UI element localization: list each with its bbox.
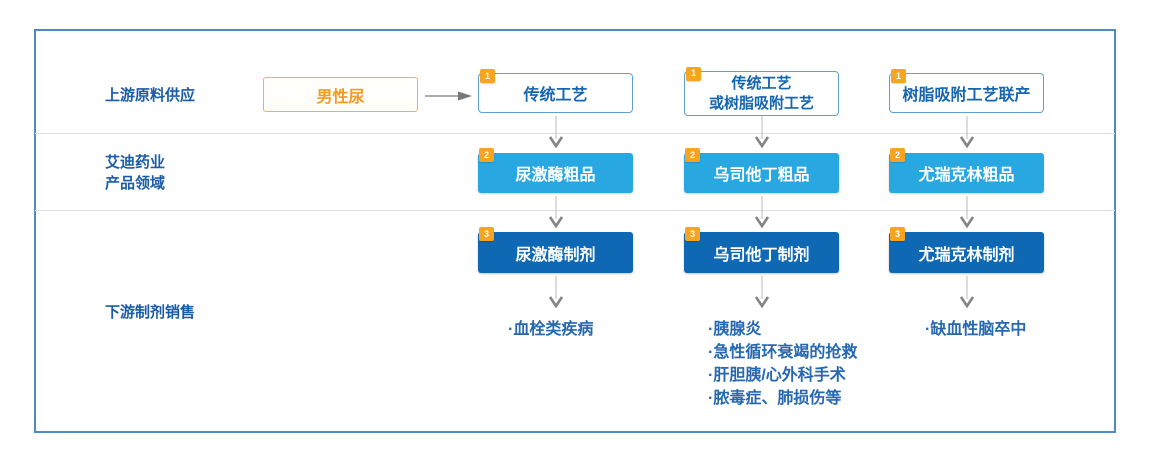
- flow-arrow-right-icon: [425, 91, 472, 101]
- indication-item: ·脓毒症、肺损伤等: [708, 390, 842, 407]
- row-divider-2: [35, 210, 1115, 211]
- crude-box-kallidinogenase: 2 尤瑞克林粗品: [889, 148, 1044, 193]
- source-box-male-urine: 男性尿: [263, 77, 418, 112]
- process-box-label: 传统工艺 或树脂吸附工艺: [708, 75, 814, 112]
- flow-arrow-down-icon: [548, 116, 564, 149]
- crude-box-label: 尤瑞克林粗品: [918, 167, 1015, 184]
- flow-arrow-down-icon: [754, 196, 770, 229]
- flow-arrow-down-icon: [754, 116, 770, 149]
- flow-arrow-down-icon: [959, 196, 975, 229]
- step-badge: 1: [891, 69, 906, 83]
- step-badge: 2: [479, 148, 494, 162]
- process-box-traditional-or-resin: 1 传统工艺 或树脂吸附工艺: [684, 67, 839, 116]
- indication-item: ·缺血性脑卒中: [925, 321, 1027, 338]
- row-divider-1: [35, 133, 1115, 134]
- crude-box-label: 乌司他丁粗品: [713, 167, 810, 184]
- step-badge: 1: [686, 67, 701, 81]
- formulation-box-kallidinogenase: 3 尤瑞克林制剂: [889, 227, 1044, 273]
- formulation-box-ulinastatin: 3 乌司他丁制剂: [684, 227, 839, 273]
- crude-box-label: 尿激酶粗品: [515, 167, 596, 184]
- step-badge: 3: [890, 227, 905, 241]
- flow-arrow-down-icon: [754, 276, 770, 309]
- flow-arrow-down-icon: [548, 196, 564, 229]
- step-badge: 1: [480, 69, 495, 83]
- step-badge: 2: [685, 148, 700, 162]
- process-box-traditional: 1 传统工艺: [478, 69, 633, 113]
- formulation-box-urokinase: 3 尿激酶制剂: [478, 227, 633, 273]
- indication-list-kallidinogenase: ·缺血性脑卒中: [925, 318, 1026, 341]
- crude-box-urokinase: 2 尿激酶粗品: [478, 148, 633, 193]
- process-box-resin-coproduction: 1 树脂吸附工艺联产: [889, 69, 1044, 113]
- row-label-downstream: 下游制剂销售: [105, 304, 196, 321]
- flow-arrow-down-icon: [959, 276, 975, 309]
- process-box-label: 树脂吸附工艺联产: [902, 87, 1031, 104]
- indication-item: ·血栓类疾病: [508, 321, 594, 338]
- indication-list-urokinase: ·血栓类疾病: [508, 318, 593, 341]
- indication-item: ·胰腺炎: [708, 321, 762, 338]
- crude-box-ulinastatin: 2 乌司他丁粗品: [684, 148, 839, 193]
- formulation-box-label: 乌司他丁制剂: [713, 246, 810, 264]
- formulation-box-label: 尿激酶制剂: [515, 246, 596, 264]
- row-label-company-products: 艾迪药业 产品领域: [105, 154, 166, 192]
- source-box-label: 男性尿: [316, 88, 365, 106]
- step-badge: 3: [685, 227, 700, 241]
- step-badge: 3: [479, 227, 494, 241]
- step-badge: 2: [890, 148, 905, 162]
- process-box-label: 传统工艺: [523, 87, 588, 104]
- indication-item: ·急性循环衰竭的抢救: [708, 344, 858, 361]
- indication-item: ·肝胆胰/心外科手术: [708, 367, 846, 384]
- indication-list-ulinastatin: ·胰腺炎 ·急性循环衰竭的抢救 ·肝胆胰/心外科手术 ·脓毒症、肺损伤等: [708, 318, 857, 410]
- flow-arrow-down-icon: [548, 276, 564, 309]
- row-label-upstream: 上游原料供应: [105, 87, 196, 104]
- formulation-box-label: 尤瑞克林制剂: [918, 246, 1015, 264]
- flow-arrow-down-icon: [959, 116, 975, 149]
